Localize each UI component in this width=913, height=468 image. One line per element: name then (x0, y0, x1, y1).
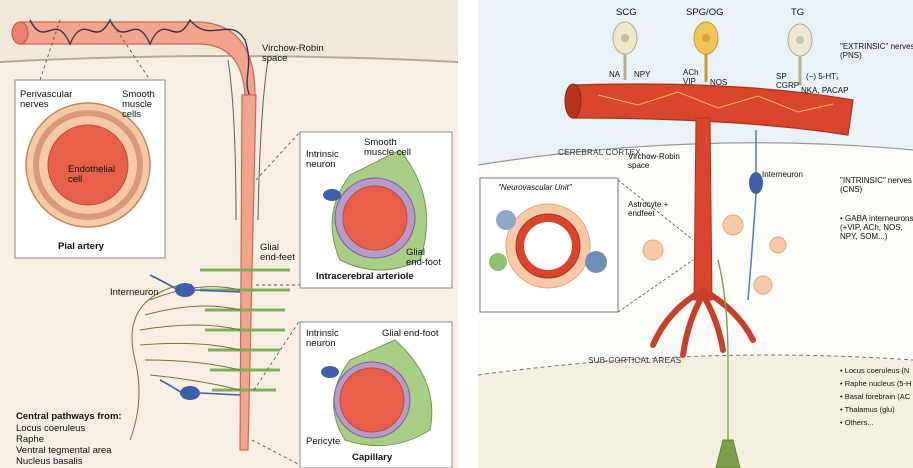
sp-cgrp-label: SP CGRP (776, 72, 799, 90)
intrinsic-nerves-label: "INTRINSIC" nerves (CNS) (840, 176, 912, 194)
subcortical-item-basal: Basal forebrain (AC (840, 390, 911, 403)
glial-endfoot-label-1: Glial end-foot (406, 248, 441, 268)
penetrating-vessel (694, 118, 712, 300)
subcortical-item-thalamus: Thalamus (glu) (840, 403, 911, 416)
central-item-locus-coeruleus: Locus coeruleus (16, 424, 85, 434)
5ht1-label: (−) 5-HT₁ (806, 72, 839, 81)
pial-artery-opening (12, 22, 28, 44)
endothelial-cell-label: Endothelial cell (68, 165, 115, 185)
left-panel-diagram: Virchow-Robin space Perivascular nerves … (0, 0, 458, 468)
glial-endfoot-label-2: Glial end-foot (382, 329, 439, 339)
nvu-glia (489, 253, 507, 271)
tg-label: TG (791, 8, 804, 18)
smooth-muscle-cells-label: Smooth muscle cells (122, 90, 155, 120)
ach-vip-label: ACh VIP (683, 68, 699, 86)
interneuron-soma-2 (180, 386, 200, 400)
right-virchow-robin-label: Virchow-Robin space (628, 152, 680, 170)
gaba-interneurons-label: • GABA interneurons (+VIP, ACh, NOS, NPY… (840, 214, 913, 241)
spg-og-label: SPG/OG (686, 8, 723, 18)
extrinsic-nerves-label: "EXTRINSIC" nerves (PNS) (840, 42, 913, 60)
subcortical-item-others: Others... (840, 416, 911, 429)
subcortical-areas-label: SUB-CORTICAL AREAS (588, 356, 681, 365)
glial-endfeet-label: Glial end-feet (260, 243, 295, 263)
arteriole-lumen (343, 186, 407, 250)
nvu-title: "Neurovascular Unit" (498, 183, 572, 192)
virchow-robin-label: Virchow-Robin space (262, 44, 324, 64)
nvu-neuron-1 (496, 210, 516, 230)
capillary-intrinsic-neuron (321, 366, 339, 378)
right-panel-diagram: SCG SPG/OG TG NA NPY ACh VIP NOS SP CGRP… (478, 0, 913, 468)
capillary-title: Capillary (352, 453, 392, 463)
pericyte-label: Pericyte (306, 437, 340, 447)
left-diagram-canvas (0, 0, 458, 468)
perivascular-nerves-label: Perivascular nerves (20, 90, 72, 110)
subcortical-item-raphe: Raphe nucleus (5-H (840, 377, 911, 390)
interneuron-label: Interneuron (110, 288, 159, 298)
central-item-raphe: Raphe (16, 435, 44, 445)
intrinsic-neuron-label-2: Intrinsic neuron (306, 329, 339, 349)
npy-label: NPY (634, 70, 650, 79)
central-item-vta: Ventral tegmental area (16, 446, 112, 456)
pial-artery-title: Pial artery (58, 242, 104, 252)
central-item-nucleus-basalis: Nucleus basalis (16, 457, 83, 467)
astrocyte-endfeet-label: Astrocyte + endfeet (628, 200, 668, 218)
subcortical-item-locus: Locus coeruleus (N (840, 364, 911, 377)
intrinsic-neuron-label-1: Intrinsic neuron (306, 150, 339, 170)
subcortical-list: Locus coeruleus (N Raphe nucleus (5-H Ba… (840, 364, 911, 429)
capillary-lumen (340, 368, 404, 432)
smooth-muscle-cell-label: Smooth muscle cell (364, 138, 411, 158)
right-interneuron-label: Interneuron (762, 170, 803, 179)
scg-label: SCG (616, 8, 637, 18)
arteriole-intrinsic-neuron (323, 189, 341, 201)
nos-label: NOS (710, 78, 727, 87)
intracerebral-arteriole-title: Intracerebral arteriole (316, 272, 414, 282)
na-label: NA (609, 70, 620, 79)
nvu-neuron-2 (585, 251, 607, 273)
nka-pacap-label: NKA, PACAP (801, 86, 848, 95)
right-interneuron-soma (749, 172, 763, 194)
pial-vessel-opening (565, 84, 581, 118)
nvu-lumen (524, 222, 572, 270)
central-pathways-title: Central pathways from: (16, 412, 122, 422)
